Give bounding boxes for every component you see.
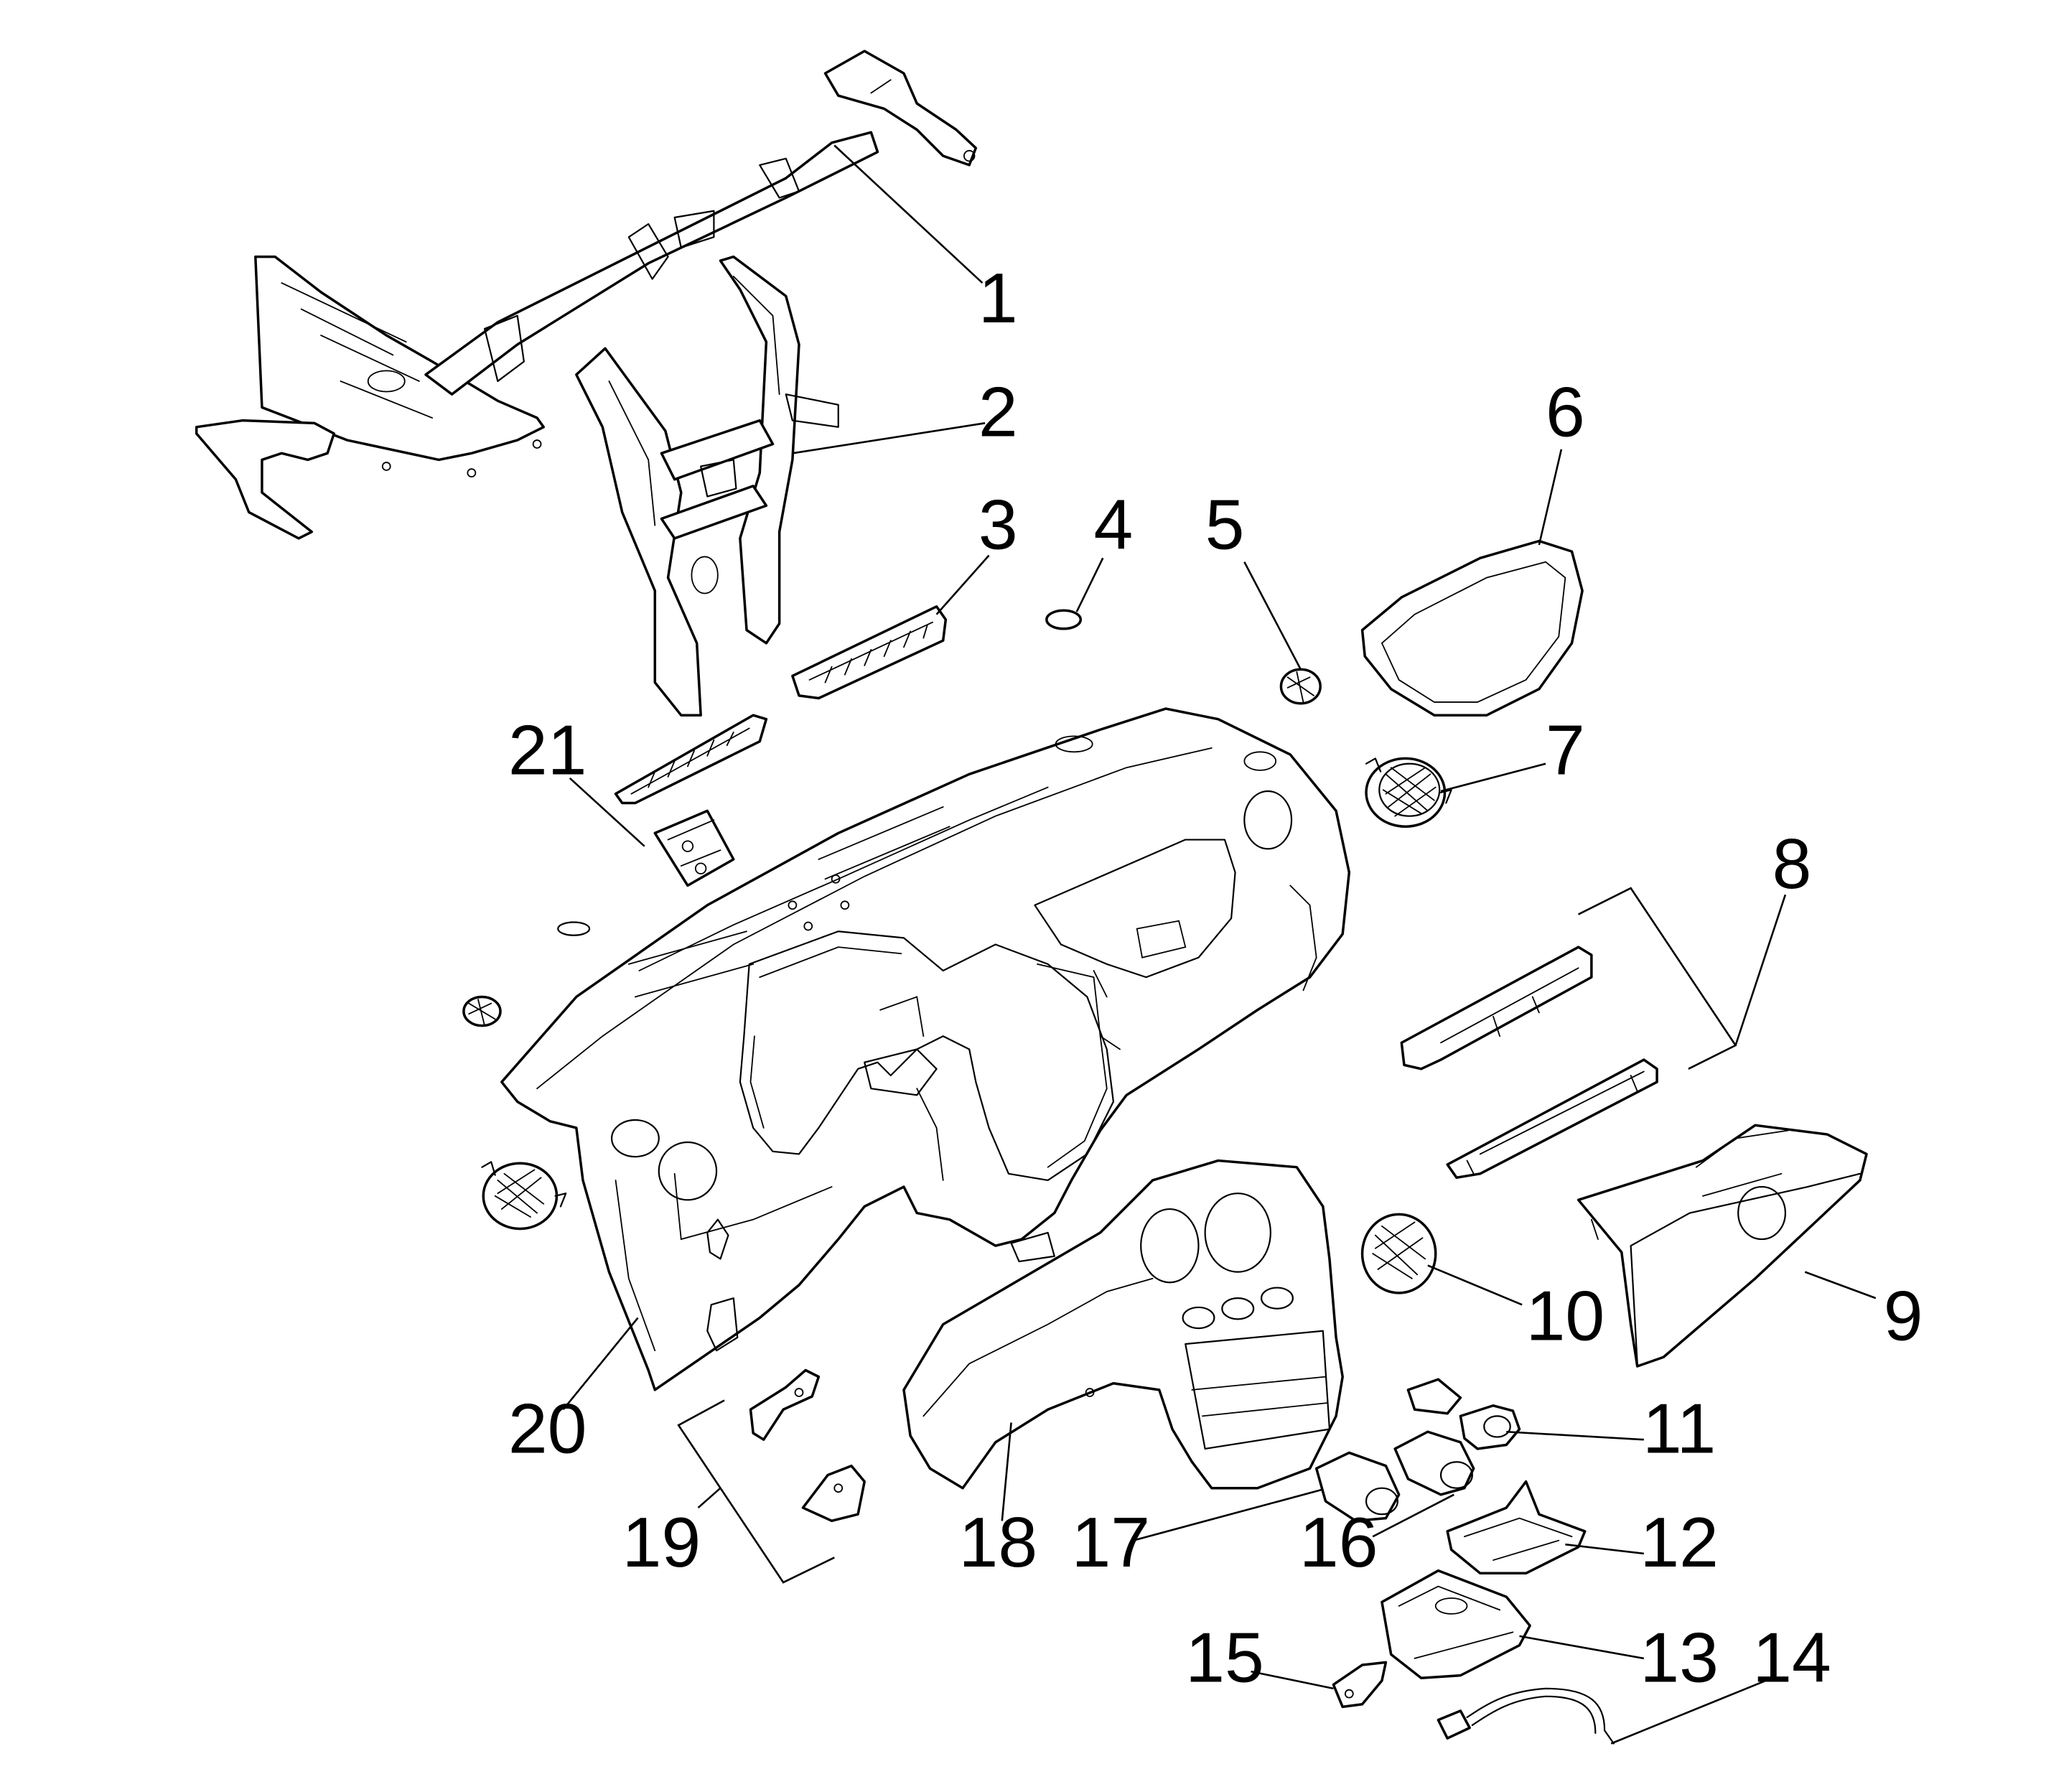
part-19-brackets <box>750 1370 864 1521</box>
callout-14: 14 <box>1752 1618 1831 1697</box>
part-17-switch <box>1317 1452 1399 1521</box>
part-1-cross-car-beam <box>197 51 976 538</box>
part-9-glovebox <box>1579 1125 1867 1366</box>
callout-17: 17 <box>1071 1503 1150 1582</box>
callout-15: 15 <box>1185 1618 1264 1697</box>
callout-13: 13 <box>1640 1618 1719 1697</box>
part-16-switch <box>1395 1432 1473 1495</box>
callout-21: 21 <box>508 710 587 789</box>
callout-20: 20 <box>508 1389 587 1467</box>
part-4-ring <box>1047 610 1080 629</box>
callout-11: 11 <box>1643 1389 1716 1467</box>
part-13-storage-bin <box>1382 1571 1530 1679</box>
callout-18: 18 <box>959 1503 1038 1582</box>
part-5-speaker-grille <box>1281 669 1320 703</box>
part-3-upper-vent <box>793 607 945 699</box>
part-18-center-bezel <box>904 1161 1342 1488</box>
part-8-glovebox-brackets <box>1401 947 1657 1177</box>
callout-4: 4 <box>1093 485 1133 564</box>
part-15-cover <box>1333 1662 1386 1707</box>
callout-5: 5 <box>1205 485 1245 564</box>
leader-lines <box>564 146 1876 1744</box>
left-end-cap <box>464 922 589 1025</box>
part-21-side-vent-bracket <box>616 715 767 885</box>
callout-1: 1 <box>978 258 1018 337</box>
callout-19: 19 <box>622 1503 701 1582</box>
part-7-speaker <box>1366 758 1452 826</box>
callout-8: 8 <box>1772 824 1812 903</box>
callout-12: 12 <box>1640 1503 1719 1582</box>
part-10-speaker <box>1363 1214 1436 1292</box>
callout-16: 16 <box>1299 1503 1378 1582</box>
callout-10: 10 <box>1526 1277 1605 1355</box>
callout-6: 6 <box>1546 373 1585 452</box>
part-2-center-support-bracket <box>576 257 839 716</box>
callout-7: 7 <box>1546 710 1585 789</box>
part-14-wire-harness <box>1438 1689 1613 1744</box>
part-11-switch <box>1408 1379 1519 1449</box>
callout-3: 3 <box>978 485 1018 564</box>
callout-9: 9 <box>1884 1277 1923 1355</box>
part-12-tray <box>1447 1482 1585 1574</box>
part-6-airbag-door <box>1363 541 1583 716</box>
callout-labels: 1 2 3 4 5 6 7 8 9 10 11 12 13 14 15 16 1… <box>508 258 1923 1697</box>
part-20-instrument-panel <box>502 709 1350 1390</box>
callout-2: 2 <box>978 373 1018 452</box>
left-speaker <box>482 1162 566 1228</box>
